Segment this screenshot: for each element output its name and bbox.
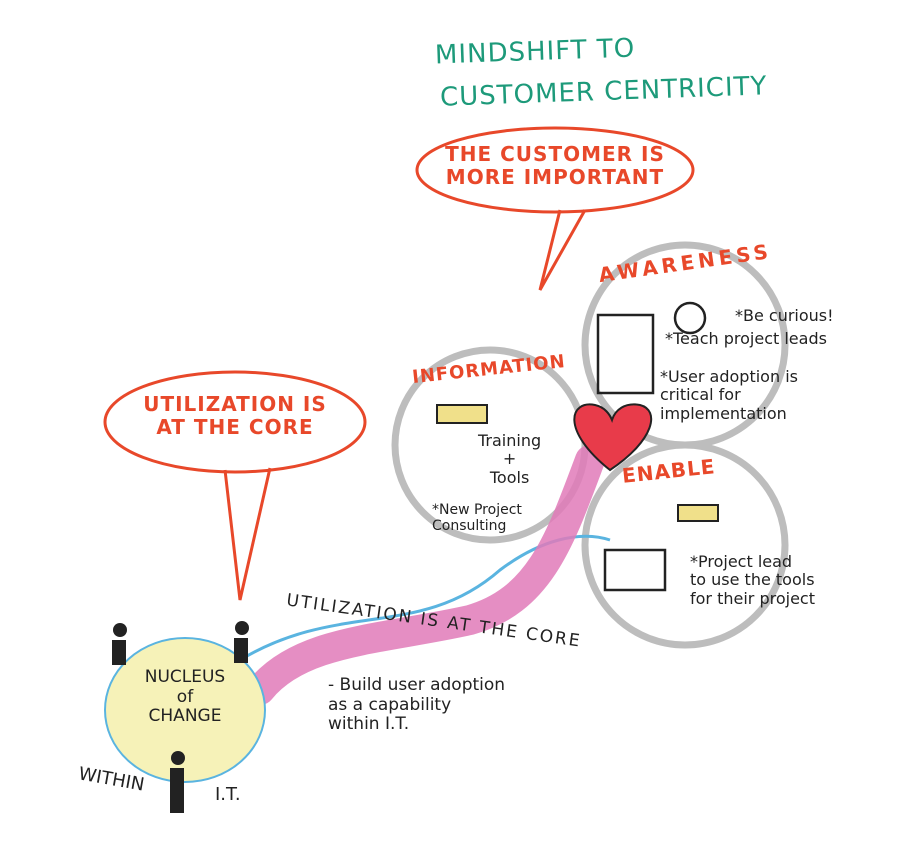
heart-icon: [573, 403, 653, 472]
training-board-icon: [436, 404, 488, 424]
capability-note: - Build user adoption as a capability wi…: [328, 675, 506, 735]
nucleus-text: NUCLEUS of CHANGE: [144, 667, 226, 727]
ribbon-pink: [245, 445, 605, 705]
nucleus-circle: [104, 637, 266, 783]
toolbox-icon: [603, 548, 667, 592]
customer-bubble-tail: [538, 209, 587, 291]
drill-icon: [677, 504, 719, 522]
utilization-bubble-text: UTILIZATION IS AT THE CORE: [143, 392, 327, 439]
customer-bubble-outline: [415, 126, 695, 214]
within-right: I.T.: [215, 784, 241, 805]
information-training: Training + Tools: [478, 431, 542, 487]
awareness-point-3: *User adoption is critical for implement…: [660, 367, 798, 423]
customer-bubble-text: THE CUSTOMER IS MORE IMPORTANT: [445, 142, 665, 189]
utilization-bubble-tail: [223, 467, 272, 601]
smiley-icon: [673, 301, 707, 335]
enable-circle: [581, 441, 789, 649]
enable-point: *Project lead to use the tools for their…: [690, 552, 815, 608]
people-figures-icon: [112, 621, 249, 813]
checklist-icon: [596, 313, 655, 395]
awareness-point-1: *Be curious!: [735, 306, 834, 325]
awareness-point-2: *Teach project leads: [665, 329, 827, 348]
information-consulting: *New Project Consulting: [432, 502, 522, 535]
utilization-bubble-outline: [103, 370, 367, 474]
